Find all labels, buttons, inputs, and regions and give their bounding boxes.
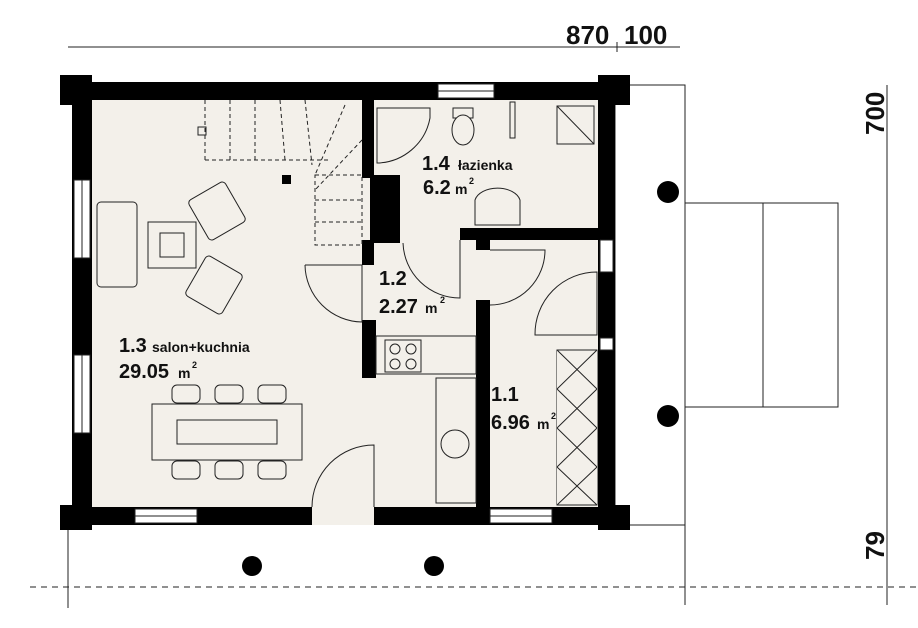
dimension-top-extra: 100 (624, 20, 667, 50)
stair-handrail-post (197, 126, 207, 136)
dimension-right-main: 700 (860, 92, 890, 135)
dimension-top-main: 870 (566, 20, 609, 50)
room-area: 6.2 (423, 177, 451, 199)
room-label-1-4: 1.4 łazienka 6.2 m 2 (422, 153, 513, 199)
chimney-flue (282, 175, 291, 184)
room-area-unit: m (455, 181, 467, 197)
room-number: 1.2 (379, 268, 407, 290)
room-area-exponent: 2 (551, 411, 556, 421)
kitchen-fittings (375, 335, 477, 504)
room-area-unit: m (537, 416, 549, 432)
terrace (614, 84, 686, 526)
room-area-exponent: 2 (440, 295, 445, 305)
room-area-unit: m (425, 300, 437, 316)
dimension-right-extra: 79 (860, 531, 890, 560)
interior-walls (362, 100, 600, 507)
bathroom-fittings (376, 101, 595, 226)
room-area: 6.96 (491, 412, 530, 434)
entrance-steps (684, 202, 839, 408)
room-area: 29.05 (119, 361, 169, 383)
room-label-1-3: 1.3 salon+kuchnia 29.05 m 2 (119, 335, 250, 383)
room-name: salon+kuchnia (152, 339, 250, 355)
entrance-door-opening (312, 507, 374, 525)
hall-wardrobe (556, 349, 598, 506)
room-area: 2.27 (379, 296, 418, 318)
room-number: 1.4 (422, 153, 451, 175)
staircase (204, 99, 363, 246)
room-number: 1.1 (491, 384, 519, 406)
windows (73, 83, 614, 524)
room-number: 1.3 (119, 335, 147, 357)
room-area-exponent: 2 (192, 360, 197, 370)
doors (304, 240, 598, 508)
room-area-exponent: 2 (469, 176, 474, 186)
room-label-1-2: 1.2 2.27 m 2 (379, 268, 445, 318)
room-area-unit: m (178, 365, 190, 381)
furniture-living (96, 181, 303, 480)
room-name: łazienka (458, 157, 513, 173)
column-posts (242, 181, 679, 576)
room-label-1-1: 1.1 6.96 m 2 (491, 384, 556, 434)
